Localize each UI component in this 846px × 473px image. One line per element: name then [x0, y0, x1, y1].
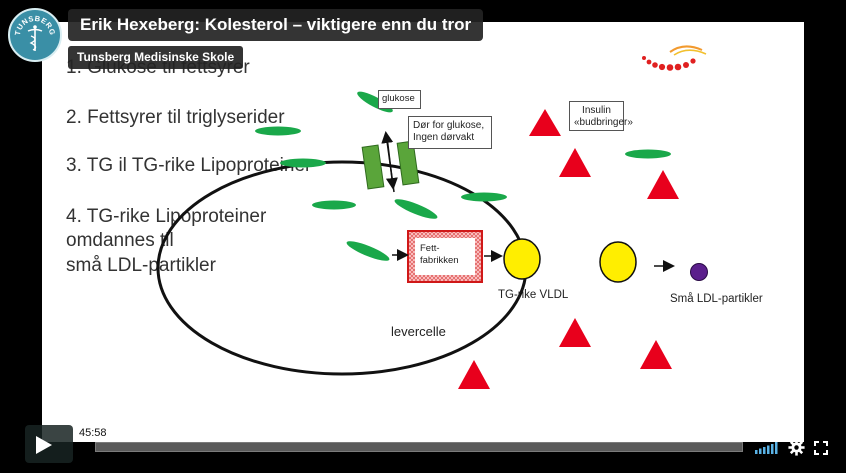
video-header: TUNSBERG Erik Hexeberg: Kolesterol – vik… [0, 0, 846, 80]
insulin-triangle [458, 360, 490, 389]
decorative-dots-logo [642, 45, 707, 71]
player-controls: 45:58 [0, 425, 846, 473]
glucose-molecule [625, 149, 671, 159]
insulin-triangle [529, 109, 561, 136]
door-label-box: Dør for glukose, Ingen dørvakt [408, 116, 492, 149]
glucose-channel-right [396, 140, 420, 186]
video-byline[interactable]: Tunsberg Medisinske Skole [68, 46, 244, 69]
insulin-triangle [559, 318, 591, 347]
factory-label-line1: Fett- [420, 243, 440, 254]
glucose-label-box: glukose [378, 90, 421, 109]
vldl-particle-outside [599, 241, 637, 283]
fullscreen-icon[interactable] [814, 441, 828, 455]
ldl-particle [690, 263, 708, 281]
insulin-triangle [647, 170, 679, 199]
volume-icon[interactable] [755, 442, 779, 454]
glucose-molecule [394, 199, 438, 219]
glucose-molecule [312, 200, 356, 210]
glucose-molecule [461, 192, 507, 202]
play-icon [36, 436, 52, 454]
caduceus-icon: TUNSBERG [13, 14, 57, 51]
door-label-line1: Dør for glukose, [413, 120, 485, 131]
video-title[interactable]: Erik Hexeberg: Kolesterol – viktigere en… [68, 9, 484, 41]
insulin-triangle [559, 148, 591, 177]
glucose-label: glukose [382, 93, 415, 104]
slide: 1. Glukose til fettsyrer 2. Fettsyrer ti… [42, 22, 804, 442]
ldl-label: Små LDL-partikler [670, 293, 763, 305]
play-button[interactable] [25, 425, 73, 463]
gear-icon[interactable] [788, 439, 805, 456]
slide-line-2: 2. Fettsyrer til triglyserider [66, 107, 285, 128]
factory-label: Fett- fabrikken [420, 243, 459, 267]
channel-logo[interactable]: TUNSBERG [8, 8, 62, 62]
glucose-molecule [280, 158, 326, 168]
slide-line-5: omdannes til [66, 230, 174, 251]
vldl-label: TG-rike VLDL [498, 289, 569, 301]
glucose-molecule [255, 126, 301, 136]
factory-label-line2: fabrikken [420, 255, 459, 266]
insulin-triangle [640, 340, 672, 369]
progress-bar[interactable] [95, 442, 743, 452]
insulin-label-line1: Insulin [582, 105, 611, 116]
timestamp-tooltip: 45:58 [75, 425, 111, 442]
glucose-molecule [346, 241, 390, 261]
slide-line-4: 4. TG-rike Lipoproteiner [66, 206, 267, 227]
cell-label: levercelle [391, 324, 446, 339]
insulin-label-box: Insulin «budbringer» [569, 101, 633, 131]
door-label-line2: Ingen dørvakt [413, 132, 475, 143]
slide-line-6: små LDL-partikler [66, 255, 216, 276]
liver-cell-diagram [156, 91, 708, 389]
vldl-particle [503, 238, 541, 280]
slide-line-3: 3. TG il TG-rike Lipoproteiner [66, 155, 312, 176]
insulin-label-line2: «budbringer» [574, 117, 633, 128]
glucose-channel-left [361, 144, 385, 190]
